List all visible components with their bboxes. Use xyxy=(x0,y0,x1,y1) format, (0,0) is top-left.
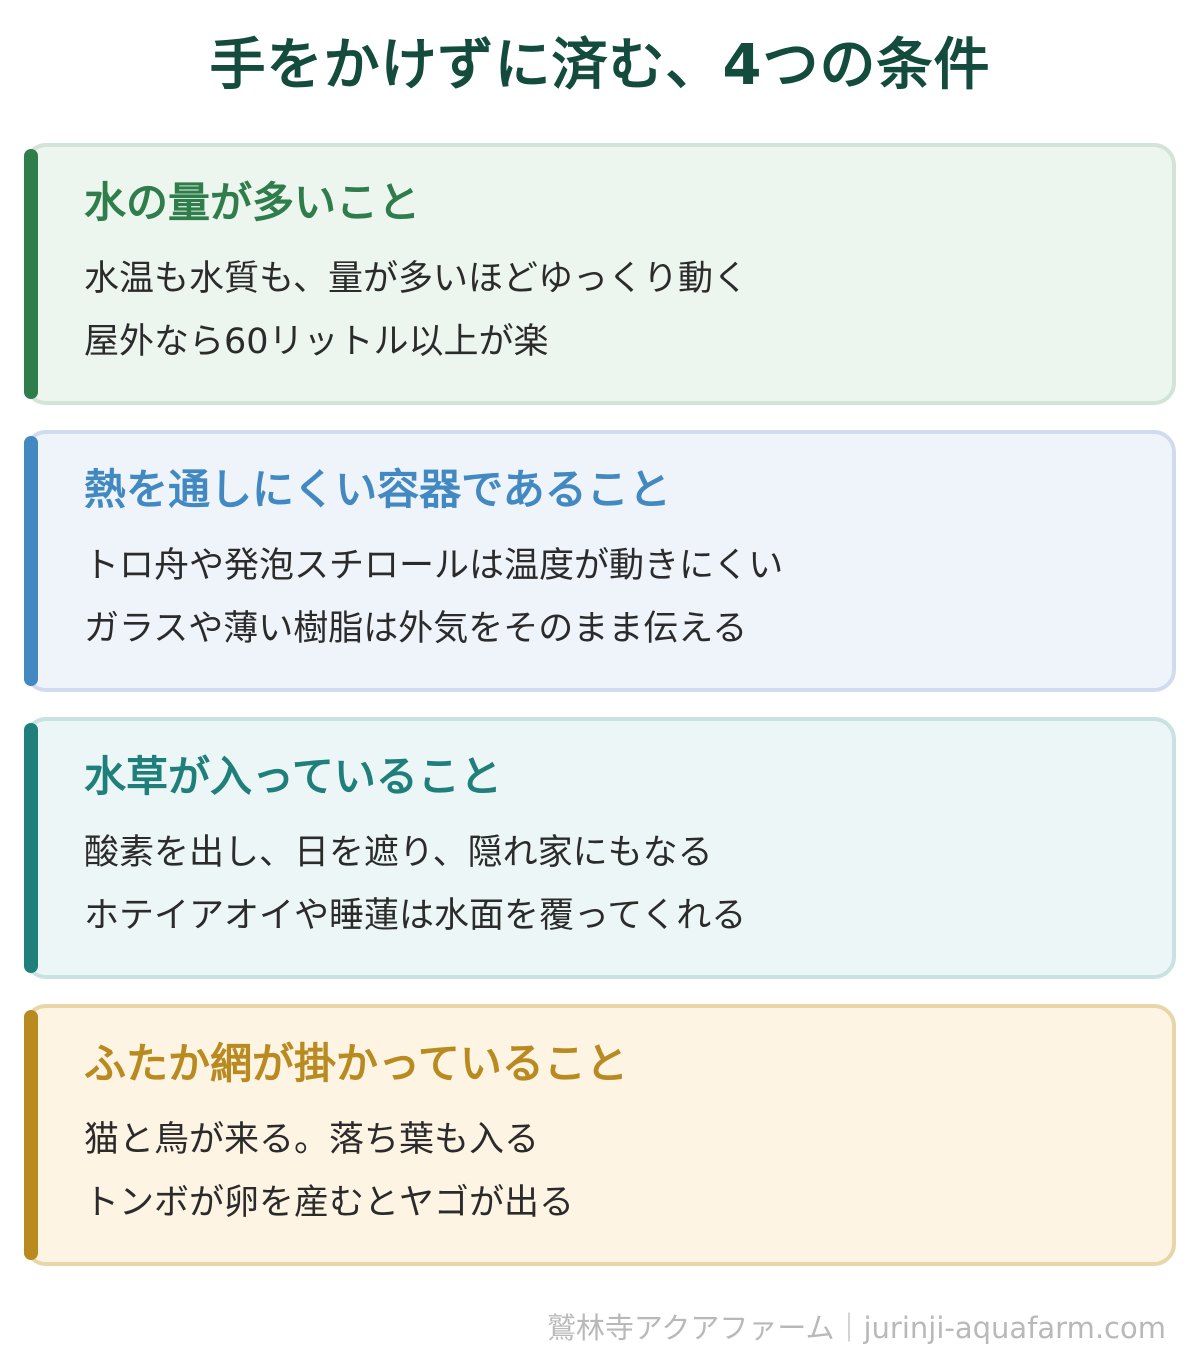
card-text-line: トンボが卵を産むとヤゴが出る xyxy=(84,1183,575,1223)
card-heading: 水の量が多いこと xyxy=(84,178,421,227)
card-accent-bar xyxy=(24,149,38,399)
card-accent-bar xyxy=(24,723,38,973)
card-accent-bar xyxy=(24,1010,38,1260)
page-title: 手をかけずに済む、4つの条件 xyxy=(209,33,991,98)
condition-card-lid-or-net: ふたか網が掛かっていること 猫と鳥が来る。落ち葉も入る トンボが卵を産むとヤゴが… xyxy=(24,1004,1176,1266)
card-text-line: 水温も水質も、量が多いほどゆっくり動く xyxy=(84,259,748,299)
card-text-line: ホテイアオイや睡蓮は水面を覆ってくれる xyxy=(84,896,747,936)
card-text-line: 酸素を出し、日を遮り、隠れ家にもなる xyxy=(84,833,713,873)
footer-credit: 鷲林寺アクアファーム｜jurinji-aquafarm.com xyxy=(546,1311,1166,1345)
card-text-line: 猫と鳥が来る。落ち葉も入る xyxy=(84,1120,540,1160)
card-text-line: 屋外なら60リットル以上が楽 xyxy=(84,322,549,362)
card-heading: 熱を通しにくい容器であること xyxy=(84,465,671,514)
card-text-line: トロ舟や発泡スチロールは温度が動きにくい xyxy=(84,546,784,586)
condition-card-aquatic-plants: 水草が入っていること 酸素を出し、日を遮り、隠れ家にもなる ホテイアオイや睡蓮は… xyxy=(24,717,1176,979)
card-heading: ふたか網が掛かっていること xyxy=(84,1039,628,1088)
condition-card-water-volume: 水の量が多いこと 水温も水質も、量が多いほどゆっくり動く 屋外なら60リットル以… xyxy=(24,143,1176,405)
card-heading: 水草が入っていること xyxy=(84,752,502,801)
card-accent-bar xyxy=(24,436,38,686)
condition-card-insulated-container: 熱を通しにくい容器であること トロ舟や発泡スチロールは温度が動きにくい ガラスや… xyxy=(24,430,1176,692)
card-text-line: ガラスや薄い樹脂は外気をそのまま伝える xyxy=(84,609,748,649)
